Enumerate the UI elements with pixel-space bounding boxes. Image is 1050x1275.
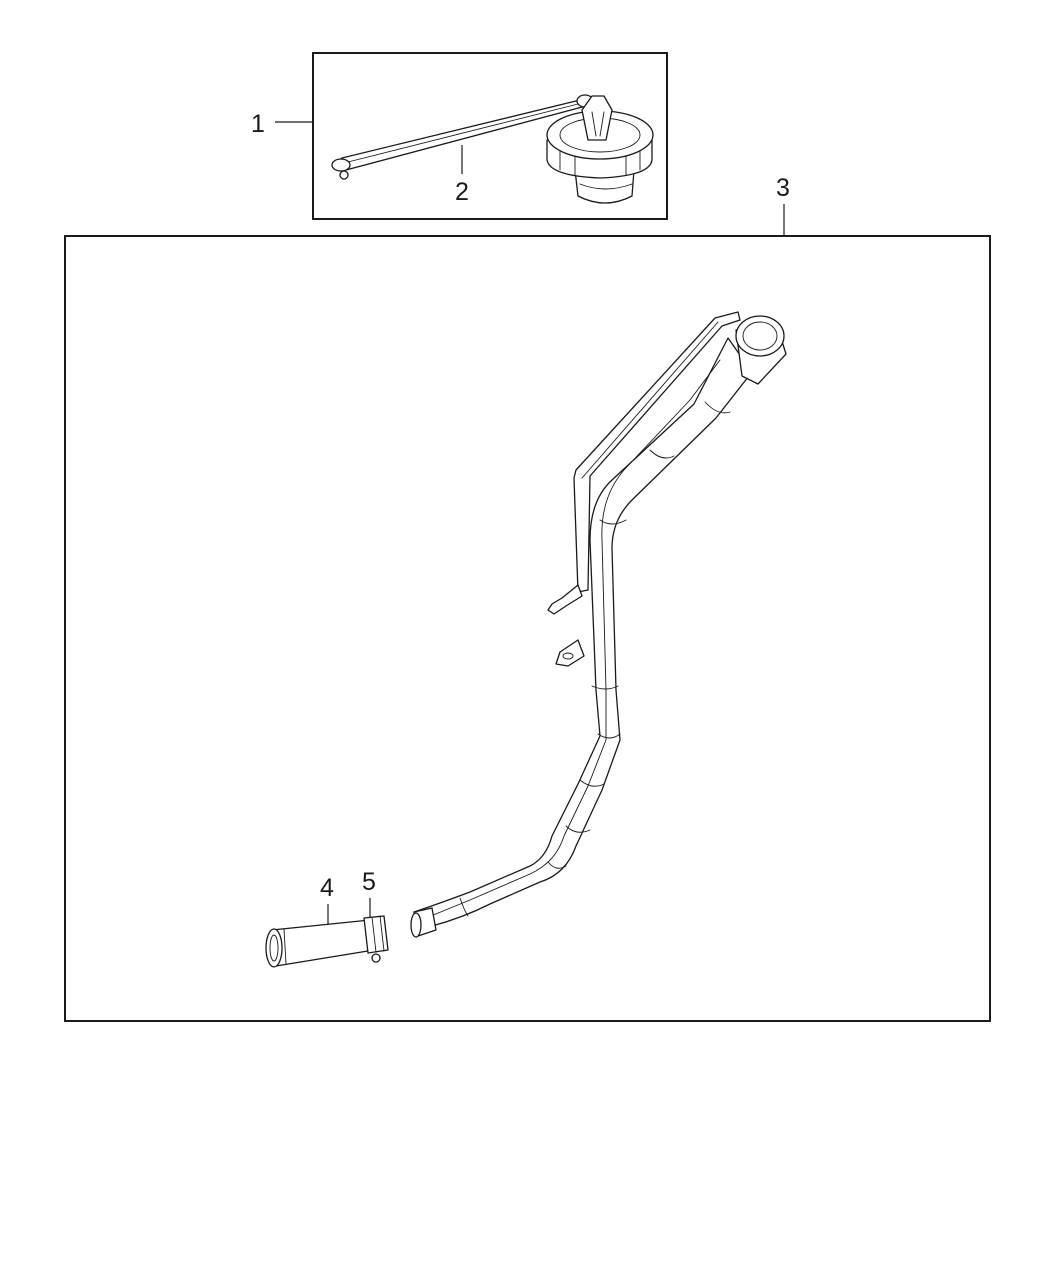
- filler-tube-frame: [64, 235, 991, 1022]
- callout-3-label: 3: [776, 174, 790, 202]
- hose-clamp-illustration: [363, 915, 389, 963]
- fuel-filler-tube-illustration: [410, 311, 787, 938]
- callout-1: 1: [251, 110, 312, 138]
- fuel-cap-illustration: [546, 95, 654, 204]
- fuel-cap-inset-frame: [312, 52, 668, 220]
- callout-1-label: 1: [251, 110, 265, 138]
- filler-hose-illustration: [265, 919, 375, 968]
- callout-2: 2: [455, 145, 469, 206]
- callout-2-label: 2: [455, 178, 469, 206]
- callout-3: 3: [776, 174, 790, 236]
- callout-4-label: 4: [320, 874, 334, 902]
- callout-4: 4: [320, 874, 334, 930]
- cap-tether-illustration: [331, 94, 594, 180]
- callout-5: 5: [362, 868, 376, 918]
- callout-5-label: 5: [362, 868, 376, 896]
